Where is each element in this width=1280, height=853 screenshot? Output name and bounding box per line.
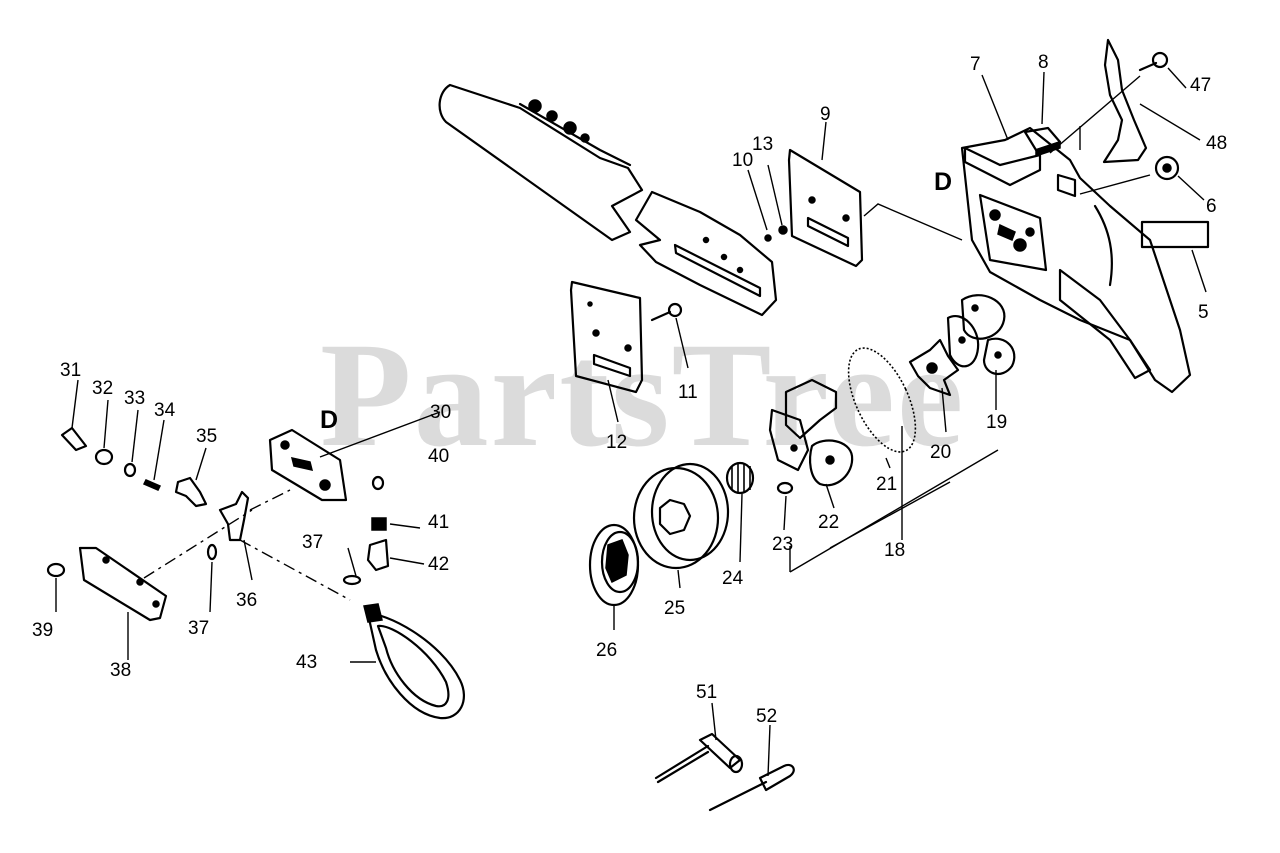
screwdriver-52 — [708, 763, 795, 812]
bolt-23 — [776, 481, 794, 495]
nut-6 — [1154, 155, 1180, 181]
label-40: 40 — [428, 446, 449, 467]
washer-13 — [778, 225, 788, 235]
inner-bar-plate — [569, 280, 644, 394]
clutch-drum-25 — [632, 462, 730, 570]
spring-34 — [142, 479, 162, 491]
bolt-47 — [1138, 51, 1169, 72]
bar-tail-plate — [634, 190, 778, 317]
pin-31 — [60, 426, 88, 452]
brake-plate-38 — [78, 546, 168, 622]
lever-35 — [174, 476, 208, 508]
centerline-band — [239, 539, 351, 601]
label-24: 24 — [722, 568, 744, 589]
leaders — [55, 67, 1207, 777]
screw-11 — [650, 302, 683, 322]
bearing-24 — [725, 461, 755, 495]
label-36: 36 — [236, 590, 257, 611]
label-37-left: 37 — [188, 618, 209, 639]
line-bolt-47 — [1049, 75, 1141, 154]
line-nut-6 — [1079, 174, 1151, 195]
label-42: 42 — [428, 554, 449, 575]
pin-37b — [342, 574, 362, 586]
label-13: 13 — [752, 134, 773, 155]
washer-32 — [94, 448, 114, 466]
clutch-hub-20 — [908, 338, 960, 397]
label-25: 25 — [664, 598, 685, 619]
label-21: 21 — [876, 474, 897, 495]
brake-band-43 — [363, 603, 465, 720]
label-22: 22 — [818, 512, 839, 533]
label-18: 18 — [884, 540, 905, 561]
clutch-cover-housing — [960, 126, 1192, 394]
part-labels: 47 48 6 5 7 8 9 10 13 11 12 19 20 21 22 … — [32, 52, 1227, 727]
screw-10 — [764, 234, 772, 242]
label-33: 33 — [124, 388, 145, 409]
washer-33 — [123, 462, 137, 478]
centerline-brake-b — [249, 489, 291, 511]
label-19: 19 — [986, 412, 1007, 433]
label-8: 8 — [1038, 52, 1049, 73]
decal-5 — [1140, 220, 1210, 249]
line-30 — [319, 411, 441, 458]
block-42 — [366, 538, 390, 572]
clutch-plates-19 — [946, 294, 1016, 376]
bolt-39 — [46, 562, 66, 578]
label-41: 41 — [428, 512, 449, 533]
pin-37a — [206, 543, 218, 561]
label-10: 10 — [732, 150, 753, 171]
lever-36 — [218, 490, 250, 542]
label-9: 9 — [820, 104, 831, 125]
label-39: 39 — [32, 620, 53, 641]
guide-bar — [438, 83, 644, 242]
brake-bracket-30 — [268, 428, 348, 502]
label-51: 51 — [696, 682, 717, 703]
label-31: 31 — [60, 360, 81, 381]
sprocket-26 — [588, 523, 640, 607]
label-26: 26 — [596, 640, 617, 661]
outer-bar-plate — [787, 148, 864, 268]
label-20: 20 — [930, 442, 951, 463]
label-34: 34 — [154, 400, 176, 421]
washer-40 — [371, 475, 385, 491]
clutch-shoes-22 — [768, 378, 854, 487]
spring-21 — [847, 347, 917, 453]
label-37-right: 37 — [302, 532, 323, 553]
label-12: 12 — [606, 432, 627, 453]
label-38: 38 — [110, 660, 131, 681]
label-23: 23 — [772, 534, 793, 555]
label-30: 30 — [430, 402, 451, 423]
spring-41 — [371, 517, 387, 531]
label-48: 48 — [1206, 133, 1227, 154]
line-9-housing — [863, 203, 963, 241]
label-35: 35 — [196, 426, 217, 447]
label-5: 5 — [1198, 302, 1209, 323]
ref-letter-d-cover: D — [320, 406, 338, 434]
label-52: 52 — [756, 706, 777, 727]
label-7: 7 — [970, 54, 981, 75]
centerline-brake-a — [143, 509, 253, 579]
label-32: 32 — [92, 378, 113, 399]
bracket-48 — [1102, 38, 1148, 164]
ref-letter-d-main: D — [934, 168, 952, 196]
label-47: 47 — [1190, 75, 1211, 96]
label-6: 6 — [1206, 196, 1217, 217]
scrench-51 — [654, 732, 744, 784]
label-11: 11 — [678, 382, 698, 403]
label-43: 43 — [296, 652, 317, 673]
watermark: PartsTree — [320, 312, 965, 478]
